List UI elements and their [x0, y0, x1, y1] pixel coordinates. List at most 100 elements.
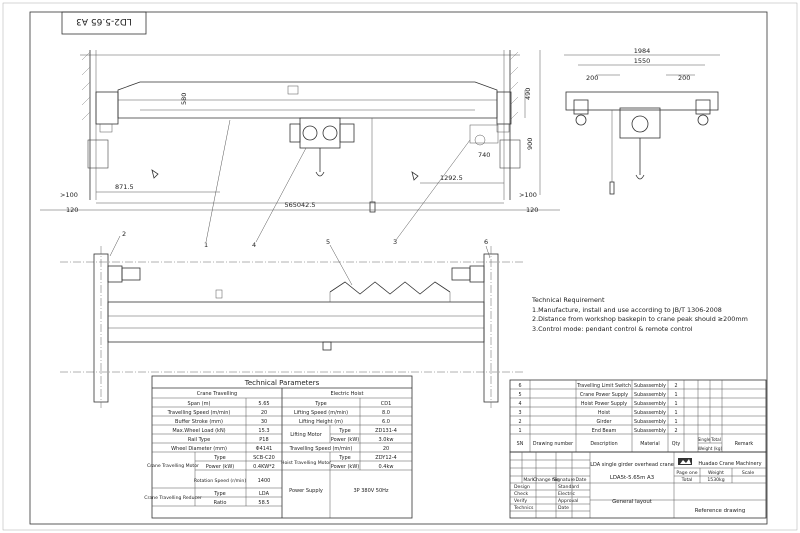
festoon-cable	[329, 281, 451, 295]
sign-design: Design	[514, 484, 530, 490]
param-value: ZDY12-4	[375, 455, 396, 461]
param-value: 8.0	[382, 410, 390, 416]
drawing-code-box: LD2-5.65 A3	[61, 11, 147, 35]
hoist-motor-label: Hoist Travelling Motor	[281, 460, 331, 466]
param-value: 6.0	[382, 419, 390, 425]
bom-description: Crane Power Supply	[580, 392, 628, 398]
bom-description: Girder	[597, 419, 612, 425]
sign-verify: Verify	[514, 498, 527, 504]
callout-4: 4	[252, 241, 256, 249]
side-elevation: 1984 1550 200 200	[564, 47, 720, 195]
bom-header-total: Total	[710, 437, 721, 442]
param-label: Type	[338, 455, 350, 461]
dim-right-end: 1292.5	[440, 174, 463, 182]
drawing-number: LDA5t-5.65m A3	[610, 475, 654, 481]
left-column-hatch	[81, 51, 91, 121]
param-label: Ratio	[214, 500, 227, 506]
param-label: Type	[213, 491, 225, 497]
side-end-beam	[565, 91, 719, 111]
param-value: CD1	[381, 401, 392, 407]
param-label: Travelling Speed (m/min)	[167, 410, 231, 416]
crane-travelling-header: Crane Travelling	[197, 391, 237, 397]
callout-5: 5	[326, 238, 330, 246]
bom-sn: 3	[518, 410, 521, 416]
bom-header-single: Single	[698, 437, 711, 442]
bom-description: Hoist	[598, 410, 610, 416]
param-value: 0.4kw	[379, 464, 394, 470]
param-value: SCB-C20	[253, 455, 275, 461]
param-label: Power (kW)	[331, 464, 359, 470]
dim-side-inner: 1550	[634, 57, 651, 65]
power-supply-value: 3P 380V 50Hz	[353, 488, 388, 494]
weight-label: Weight	[708, 470, 724, 476]
bom-qty: 2	[674, 383, 677, 389]
callout-2: 2	[122, 230, 126, 238]
param-value: 30	[261, 419, 267, 425]
technical-requirements: Technical Requirement 1.Manufacture, ins…	[532, 296, 748, 334]
requirement-line: 3.Control mode: pendant control & remote…	[532, 324, 693, 333]
bom-qty: 1	[674, 419, 677, 425]
param-value: LDA	[259, 491, 270, 497]
reference-drawing: Reference drawing	[695, 508, 746, 514]
callout-1: 1	[204, 241, 208, 249]
bill-of-materials: 6 Travelling Limit Switch Subassembly 2 …	[509, 379, 767, 453]
dim-side-right: 200	[678, 74, 690, 82]
param-value: 20	[383, 446, 389, 452]
bom-material: Subassembly	[634, 410, 666, 416]
bom-header-sn: SN	[517, 441, 524, 447]
plan-girder	[107, 301, 485, 343]
rev-date: Date	[576, 477, 587, 483]
electric-hoist-header: Electric Hoist	[331, 391, 364, 397]
front-elevation: 871.5 1292.5 565042.5 120 120 >100 >100 …	[40, 50, 560, 249]
param-label: Type	[338, 428, 350, 434]
drawing-code: LD2-5.65 A3	[76, 16, 132, 26]
param-value: 15.3	[258, 428, 269, 434]
total-label: Total	[681, 477, 693, 483]
sign-technics: Technics	[513, 505, 534, 511]
param-label: Rail Type	[188, 437, 210, 443]
rev-mark: Mark	[523, 477, 535, 483]
bom-sn: 4	[518, 401, 521, 407]
technical-parameters-table: Technical Parameters Crane Travelling Sp…	[144, 375, 413, 519]
dim-span: 565042.5	[284, 201, 315, 209]
dim-rail-height: 490	[524, 88, 532, 100]
param-label: Type	[314, 401, 326, 407]
dim-girder-height: 580	[180, 93, 188, 105]
params-title: Technical Parameters	[244, 379, 320, 387]
dim-left-gap: 120	[66, 206, 78, 214]
title-block: Mark Change file Signature Date Design S…	[509, 451, 767, 519]
sign-electric: Electric	[558, 491, 575, 497]
sign-date: Date	[558, 505, 569, 511]
dim-side-left: 200	[586, 74, 598, 82]
param-value: 0.4KW*2	[253, 464, 275, 470]
motor-group-label: Crane Travelling Motor	[147, 463, 199, 469]
reducer-group-label: Crane Travelling Reducer	[144, 495, 202, 501]
param-value: 3.0kw	[379, 437, 394, 443]
bom-material: Subassembly	[634, 419, 666, 425]
company-name: Huadao Crane Machinery	[698, 461, 761, 467]
bom-sn: 6	[518, 383, 521, 389]
total-weight: 1530kg	[707, 477, 724, 483]
bom-header-qty: Qty	[672, 441, 681, 447]
left-end-beam	[95, 91, 119, 125]
bom-material: Subassembly	[634, 392, 666, 398]
dim-right-gap: 120	[526, 206, 538, 214]
param-value: 1400	[258, 478, 271, 484]
param-label: Lifting Speed (m/min)	[294, 410, 348, 416]
drawing-border	[29, 11, 768, 525]
param-label: Type	[213, 455, 225, 461]
callout-6: 6	[484, 238, 488, 246]
sign-approval: Approval	[558, 498, 578, 504]
scale-label: Scale	[742, 470, 755, 476]
bom-header-description: Description	[590, 441, 617, 447]
param-label: Max.Wheel Load (kN)	[172, 428, 225, 434]
bom-qty: 1	[674, 410, 677, 416]
bom-header-remark: Remark	[735, 441, 754, 447]
company-logo-icon	[678, 458, 692, 465]
callout-3: 3	[393, 238, 397, 246]
sign-check: Check	[514, 491, 528, 497]
bom-description: Hoist Power Supply	[581, 401, 627, 407]
bom-sn: 1	[518, 428, 521, 434]
general-layout: General layout	[612, 499, 652, 505]
param-label: Wheel Diameter (mm)	[171, 446, 227, 452]
